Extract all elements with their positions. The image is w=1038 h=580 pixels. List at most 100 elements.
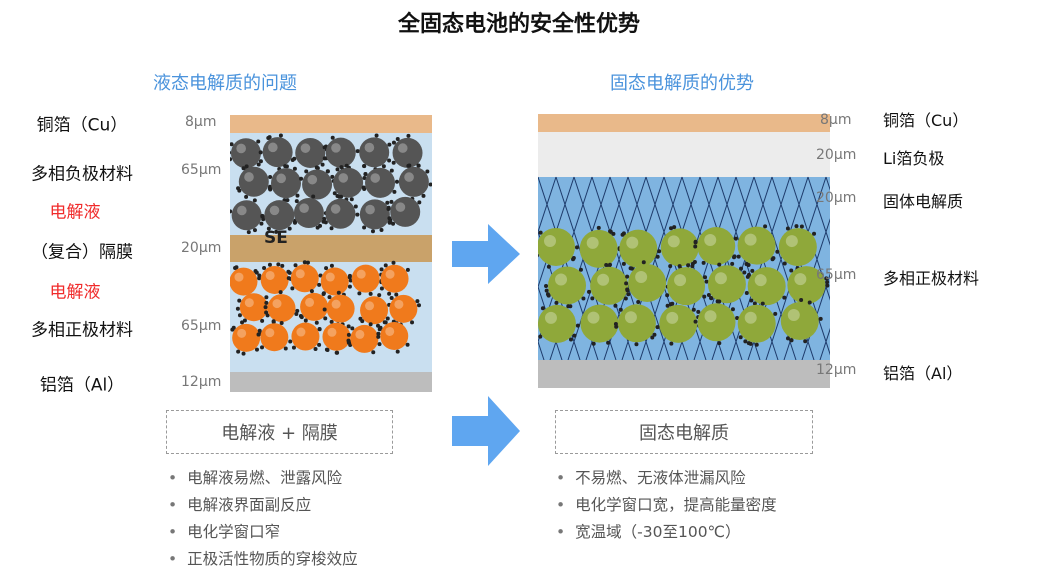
- anode-particle-highlight: [299, 203, 309, 213]
- conductive-dot: [252, 228, 257, 233]
- conductive-dot: [655, 325, 660, 330]
- conductive-dot: [347, 284, 352, 289]
- anode-particle-highlight: [307, 174, 318, 185]
- conductive-dot: [611, 231, 616, 236]
- anode-particle: [390, 196, 421, 227]
- conductive-dot: [302, 260, 307, 265]
- right-subtitle: 固态电解质的优势: [610, 73, 754, 94]
- cathode-particle: [230, 267, 258, 296]
- conductive-dot: [378, 325, 383, 330]
- anode-particle-highlight: [268, 142, 278, 153]
- cathode-particle-highlight: [794, 273, 807, 286]
- list-item: 电化学窗口窄: [168, 519, 358, 546]
- conductive-dot: [596, 225, 601, 230]
- conductive-dot: [383, 263, 388, 268]
- conductive-dot: [696, 309, 701, 314]
- conductive-dot: [330, 174, 335, 179]
- anode-particle: [333, 167, 364, 198]
- list-item: 宽温域（-30至100℃）: [556, 519, 777, 546]
- conductive-dot: [280, 263, 285, 268]
- anode-particle: [359, 137, 390, 168]
- conductive-dot: [824, 276, 829, 281]
- conductive-dot: [236, 349, 241, 354]
- conductive-dot: [241, 351, 246, 356]
- copper-foil-layer: [230, 115, 432, 133]
- conductive-dot: [629, 266, 634, 271]
- conductive-dot: [732, 254, 737, 259]
- conductive-dot: [262, 265, 267, 270]
- conductive-dot: [387, 142, 392, 147]
- anode-particle-highlight: [269, 205, 280, 216]
- cathode-particle-highlight: [785, 235, 798, 248]
- conductive-dot: [544, 283, 549, 288]
- conductive-dot: [355, 149, 360, 154]
- list-item: 正极活性物质的穿梭效应: [168, 546, 358, 573]
- cathode-particle: [659, 304, 698, 343]
- cathode-particle-highlight: [356, 269, 366, 279]
- conductive-dot: [794, 224, 799, 229]
- conductive-dot: [405, 342, 410, 347]
- cathode-particle-highlight: [265, 270, 275, 280]
- cathode-particle: [260, 265, 289, 294]
- cathode-particle: [267, 294, 296, 323]
- conductive-dot: [749, 298, 754, 303]
- cathode-particle-highlight: [635, 271, 648, 284]
- label-electrolyte: 电解液: [49, 202, 101, 223]
- conductive-dot: [389, 199, 394, 204]
- conductive-dot: [692, 259, 697, 264]
- lithium-foil-layer: [538, 132, 830, 177]
- conductive-dot: [266, 226, 271, 231]
- conductive-dot: [322, 307, 327, 312]
- conductive-dot: [763, 224, 768, 229]
- conductive-dot: [379, 228, 384, 233]
- conductive-dot: [669, 341, 674, 346]
- page-title: 全固态电池的安全性优势: [397, 12, 640, 37]
- anode-particle-highlight: [404, 172, 414, 182]
- label-copper-foil: 铜箔（Cu）: [883, 111, 969, 130]
- list-item: 电化学窗口宽，提高能量密度: [556, 492, 777, 519]
- anode-particle: [293, 197, 324, 228]
- conductive-dot: [291, 345, 296, 350]
- cathode-particle-highlight: [244, 298, 254, 308]
- cathode-particle-highlight: [587, 311, 600, 324]
- conductive-dot: [256, 332, 261, 337]
- conductive-dot: [339, 165, 344, 170]
- conductive-dot: [309, 289, 314, 294]
- cathode-particle: [239, 293, 268, 322]
- conductive-dot: [587, 289, 592, 294]
- conductive-dot: [260, 214, 265, 219]
- conductive-dot: [278, 290, 283, 295]
- conductive-dot: [668, 264, 673, 269]
- anode-particle: [359, 199, 390, 230]
- anode-particle: [264, 200, 295, 231]
- conductive-dot: [268, 187, 273, 192]
- conductive-dot: [571, 256, 576, 261]
- conductive-dot: [733, 236, 738, 241]
- label-anode-material: 多相负极材料: [31, 164, 133, 185]
- conductive-dot: [283, 164, 288, 169]
- conductive-dot: [294, 199, 299, 204]
- conductive-dot: [538, 253, 539, 258]
- conductive-dot: [691, 307, 696, 312]
- cathode-particle-highlight: [544, 311, 557, 324]
- conductive-dot: [405, 267, 410, 272]
- conductive-dot: [314, 320, 319, 325]
- conductive-dot: [389, 168, 394, 173]
- conductive-dot: [709, 296, 714, 301]
- cathode-particle-highlight: [624, 311, 637, 324]
- arrow-right-icon: [452, 224, 520, 284]
- cathode-particle: [580, 304, 619, 343]
- cathode-particle-highlight: [394, 299, 404, 309]
- liquid-electrolyte-problems-list: 电解液易燃、泄露风险 电解液界面副反应 电化学窗口窄 正极活性物质的穿梭效应: [168, 465, 358, 573]
- conductive-dot: [386, 206, 391, 211]
- cathode-particle: [778, 228, 817, 267]
- conductive-dot: [286, 276, 291, 281]
- conductive-dot: [287, 226, 292, 231]
- cathode-particle-highlight: [744, 311, 757, 324]
- conductive-dot: [606, 340, 611, 345]
- conductive-dot: [283, 346, 288, 351]
- conductive-dot: [544, 288, 549, 293]
- conductive-dot: [706, 293, 711, 298]
- conductive-dot: [818, 316, 823, 321]
- anode-particle-highlight: [364, 142, 375, 153]
